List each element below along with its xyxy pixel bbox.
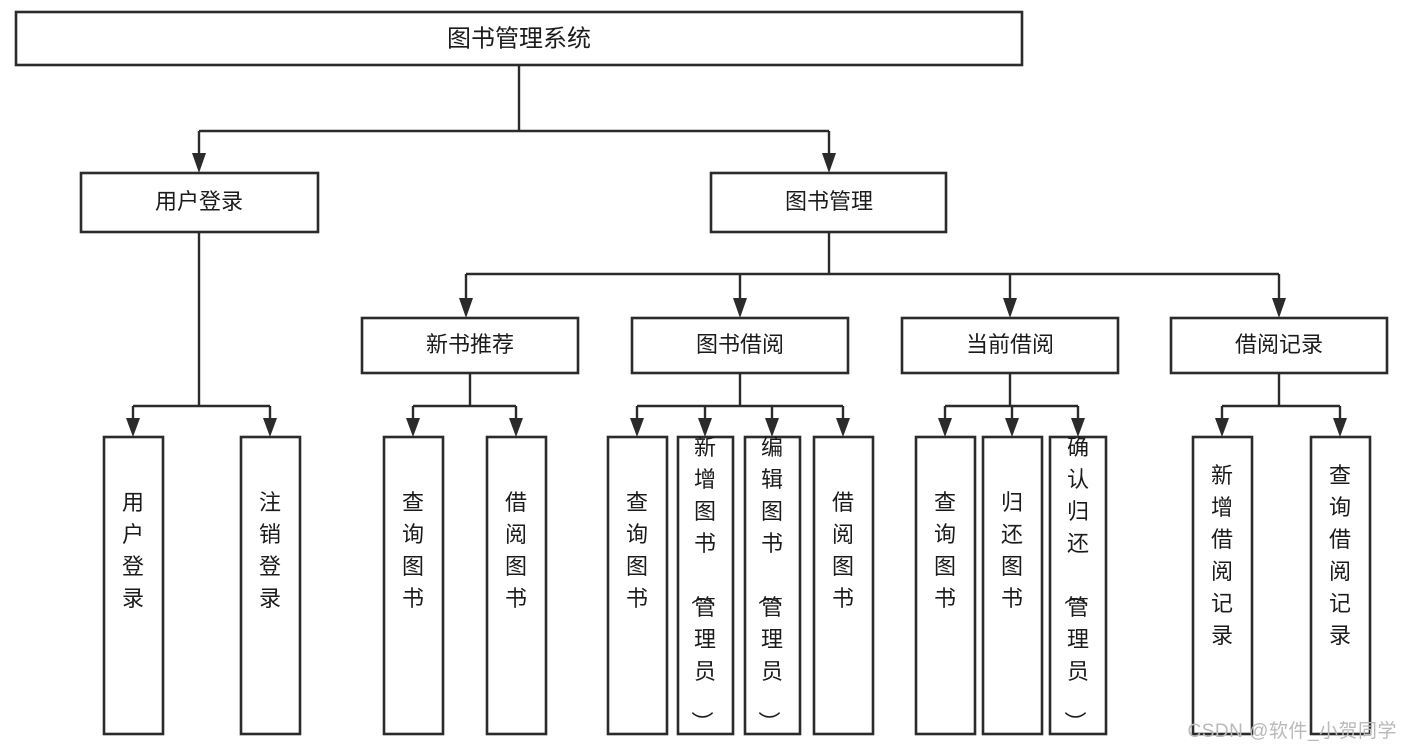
node-leaf3-label: 查询图书: [402, 490, 424, 611]
arrow-bookmgmt-to-current: [1003, 298, 1017, 318]
node-leaf13-box[interactable]: [1309, 435, 1372, 736]
node-bookmgmt[interactable]: 图书管理: [709, 171, 948, 234]
arrow-records-to-leaf13: [1333, 418, 1347, 437]
node-login[interactable]: 用户登录: [79, 171, 320, 234]
node-root-label: 图书管理系统: [447, 25, 591, 52]
node-root-box[interactable]: [14, 10, 1024, 67]
node-current-label: 当前借阅: [966, 332, 1054, 357]
node-login-label: 用户登录: [155, 189, 243, 214]
node-newbook[interactable]: 新书推荐: [360, 316, 580, 375]
node-leaf11-label: 确认归还（管理员）: [1062, 435, 1089, 733]
node-leaf8-box[interactable]: [812, 435, 875, 736]
arrow-newbook-to-leaf3: [406, 418, 420, 437]
arrow-bookmgmt-to-newbook: [459, 298, 473, 318]
node-records-box[interactable]: [1169, 316, 1389, 375]
node-current[interactable]: 当前借阅: [900, 316, 1120, 375]
node-leaf5-label: 查询图书: [626, 490, 648, 611]
node-leaf6[interactable]: 新增图书（管理员）: [676, 435, 735, 736]
node-leaf8[interactable]: 借阅图书: [812, 435, 875, 736]
arrow-login-to-leaf2: [263, 418, 277, 437]
node-leaf7-label: 编辑图书（管理员）: [756, 435, 783, 733]
arrow-newbook-to-leaf4: [509, 418, 523, 437]
node-leaf12-box[interactable]: [1191, 435, 1254, 736]
node-records-label: 借阅记录: [1235, 332, 1323, 357]
arrow-root-to-login: [192, 153, 206, 173]
node-leaf6-label: 新增图书（管理员）: [689, 435, 716, 733]
node-borrow-label: 图书借阅: [696, 332, 784, 357]
node-leaf8-label: 借阅图书: [832, 490, 854, 611]
node-leaf13-label: 查询借阅记录: [1329, 463, 1351, 648]
node-bookmgmt-box[interactable]: [709, 171, 948, 234]
node-leaf11[interactable]: 确认归还（管理员）: [1048, 435, 1108, 736]
node-leaf2-label: 注销登录: [259, 490, 281, 611]
arrow-root-to-bookmgmt: [822, 153, 836, 173]
node-leaf3-box[interactable]: [382, 435, 445, 736]
arrow-current-to-leaf11: [1071, 418, 1085, 437]
arrow-bookmgmt-to-records: [1272, 298, 1286, 318]
node-leaf5-box[interactable]: [606, 435, 669, 736]
node-leaf1-label: 用户登录: [122, 490, 144, 611]
node-leaf10[interactable]: 归还图书: [981, 435, 1044, 736]
edges-layer: [126, 65, 1347, 437]
node-leaf9-box[interactable]: [914, 435, 977, 736]
node-leaf11-box[interactable]: [1048, 435, 1108, 736]
arrow-login-to-leaf1: [126, 418, 140, 437]
arrow-borrow-to-leaf8: [836, 418, 850, 437]
arrow-borrow-to-leaf5: [630, 418, 644, 437]
arrow-current-to-leaf10: [1005, 418, 1019, 437]
nodes-layer: 图书管理系统 用户登录 图书管理 新书推荐 图书借阅 当前: [14, 10, 1389, 736]
node-root[interactable]: 图书管理系统: [14, 10, 1024, 67]
node-borrow[interactable]: 图书借阅: [630, 316, 850, 375]
arrow-bookmgmt-to-borrow: [733, 298, 747, 318]
node-current-box[interactable]: [900, 316, 1120, 375]
node-records[interactable]: 借阅记录: [1169, 316, 1389, 375]
node-leaf2[interactable]: 注销登录: [239, 435, 302, 736]
node-newbook-label: 新书推荐: [426, 332, 514, 357]
node-leaf6-box[interactable]: [676, 435, 735, 736]
node-leaf1-box[interactable]: [102, 435, 165, 736]
arrow-current-to-leaf9: [938, 418, 952, 437]
node-leaf7[interactable]: 编辑图书（管理员）: [743, 435, 802, 736]
node-leaf10-box[interactable]: [981, 435, 1044, 736]
arrow-records-to-leaf12: [1215, 418, 1229, 437]
arrow-borrow-to-leaf7: [765, 418, 779, 437]
node-leaf12-label: 新增借阅记录: [1211, 463, 1233, 648]
node-leaf13[interactable]: 查询借阅记录: [1309, 435, 1372, 736]
node-bookmgmt-label: 图书管理: [785, 189, 873, 214]
node-borrow-box[interactable]: [630, 316, 850, 375]
node-leaf2-box[interactable]: [239, 435, 302, 736]
arrow-borrow-to-leaf6: [698, 418, 712, 437]
node-leaf10-label: 归还图书: [1001, 490, 1023, 611]
node-leaf4-label: 借阅图书: [505, 490, 527, 611]
node-leaf9[interactable]: 查询图书: [914, 435, 977, 736]
node-leaf12[interactable]: 新增借阅记录: [1191, 435, 1254, 736]
csdn-watermark: CSDN @软件_小贺同学: [1187, 721, 1397, 742]
node-leaf4-box[interactable]: [485, 435, 548, 736]
node-login-box[interactable]: [79, 171, 320, 234]
node-leaf9-label: 查询图书: [934, 490, 956, 611]
node-leaf7-box[interactable]: [743, 435, 802, 736]
node-leaf1[interactable]: 用户登录: [102, 435, 165, 736]
node-newbook-box[interactable]: [360, 316, 580, 375]
node-leaf3[interactable]: 查询图书: [382, 435, 445, 736]
node-leaf4[interactable]: 借阅图书: [485, 435, 548, 736]
node-leaf5[interactable]: 查询图书: [606, 435, 669, 736]
